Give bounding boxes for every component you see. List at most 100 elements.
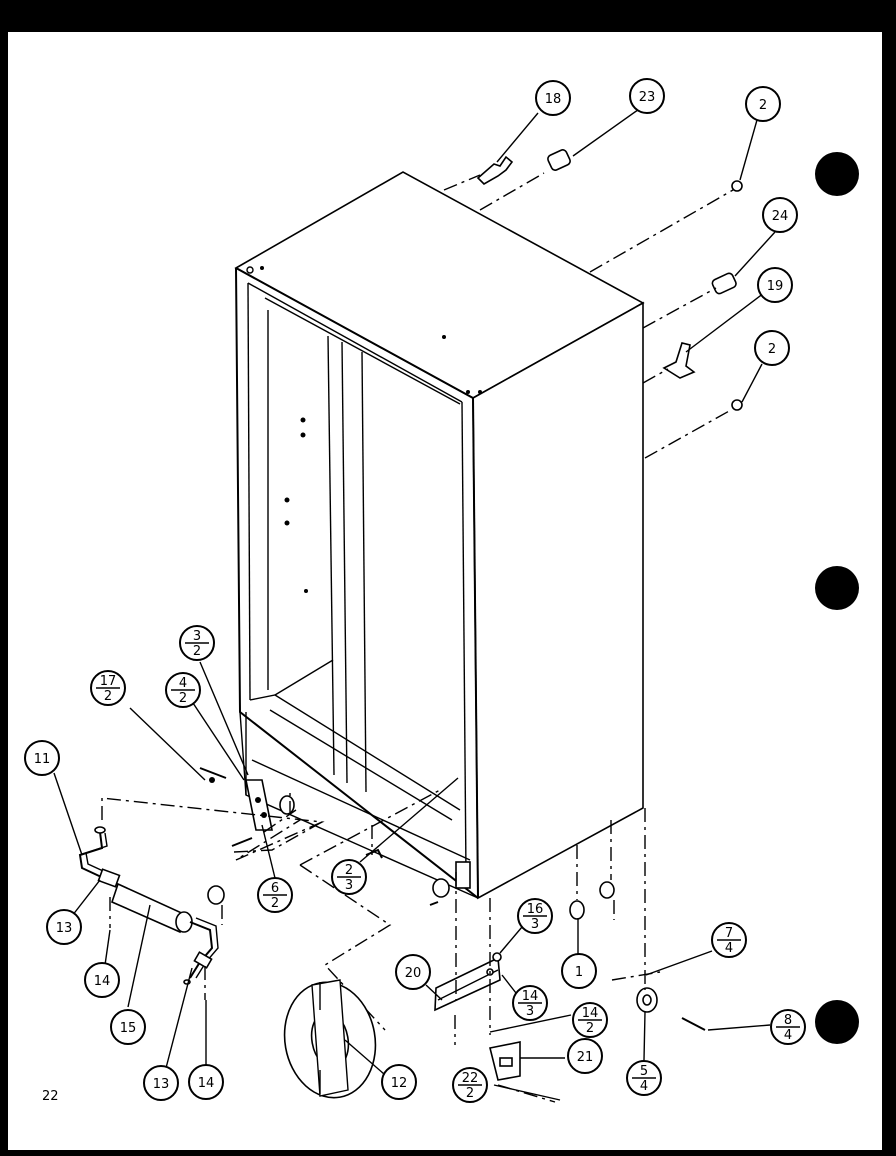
hinge-pin-18 [476, 155, 514, 185]
callout-c13a: 13 [46, 909, 82, 945]
callout-sheet-ref: 4 [725, 941, 733, 956]
callout-number: 21 [577, 1050, 594, 1065]
callout-c16-3: 163 [517, 898, 553, 934]
callout-sheet-ref: 3 [526, 1004, 534, 1019]
callout-sheet-ref: 2 [104, 689, 112, 704]
callout-number: 16 [527, 902, 544, 917]
callout-sheet-ref: 4 [784, 1028, 792, 1043]
callout-number: 15 [120, 1021, 137, 1036]
screw-2-top [731, 180, 743, 192]
callout-sheet-ref: 2 [271, 896, 279, 911]
callout-circle [143, 1065, 179, 1101]
callout-c2b: 2 [754, 330, 790, 366]
callout-number: 12 [391, 1076, 408, 1091]
callout-circle [395, 954, 431, 990]
callout-c2-3: 23 [331, 859, 367, 895]
callout-c3-2: 32 [179, 625, 215, 661]
screw-2-mid [731, 399, 743, 411]
callout-c15: 15 [110, 1009, 146, 1045]
bracket-and-screws-left [199, 767, 273, 847]
callout-number: 14 [522, 989, 539, 1004]
roller-6 [207, 885, 225, 925]
binder-hole-middle [815, 566, 859, 610]
callout-number: 13 [56, 921, 73, 936]
callout-number: 11 [34, 752, 51, 767]
callout-number: 18 [545, 92, 562, 107]
callout-number: 2 [345, 863, 353, 878]
callout-c4-2: 42 [165, 672, 201, 708]
callout-circle [757, 267, 793, 303]
callout-c5-4: 54 [626, 1060, 662, 1096]
callout-number: 13 [153, 1077, 170, 1092]
binder-hole-bottom [815, 1000, 859, 1044]
bushing-23 [547, 149, 571, 171]
callout-c14a: 14 [84, 962, 120, 998]
callout-number: 5 [640, 1064, 648, 1079]
callout-c2a: 2 [745, 86, 781, 122]
callout-number: 7 [725, 926, 733, 941]
callout-number: 6 [271, 881, 279, 896]
callout-sheet-ref: 3 [345, 878, 353, 893]
callout-circle [110, 1009, 146, 1045]
callout-c8-4: 84 [770, 1009, 806, 1045]
callout-sheet-ref: 2 [586, 1021, 594, 1036]
page-number: 22 [42, 1089, 59, 1104]
condenser-coil-12 [283, 979, 377, 1099]
leveling-leg-center [429, 878, 450, 906]
bushing-24 [711, 272, 737, 295]
callout-circle [762, 197, 798, 233]
callout-c6-2: 62 [257, 877, 293, 913]
callout-number: 14 [94, 974, 111, 989]
callout-number: 4 [179, 676, 187, 691]
callout-c11: 11 [24, 740, 60, 776]
callout-c23: 23 [629, 78, 665, 114]
callout-c21: 21 [567, 1038, 603, 1074]
callout-c13b: 13 [143, 1065, 179, 1101]
callout-number: 17 [100, 674, 117, 689]
callout-c12: 12 [381, 1064, 417, 1100]
leveling-leg-right [569, 900, 585, 920]
screw-8 [681, 1017, 706, 1031]
roller-5 [636, 987, 658, 1013]
callout-number: 19 [767, 279, 784, 294]
callout-sheet-ref: 2 [179, 691, 187, 706]
callout-c20: 20 [395, 954, 431, 990]
callout-circle [84, 962, 120, 998]
callout-number: 2 [768, 342, 776, 357]
callout-number: 14 [582, 1006, 599, 1021]
screw-16 [492, 952, 502, 962]
callout-circle [46, 909, 82, 945]
leveling-leg-left [279, 795, 295, 815]
callout-sheet-ref: 3 [531, 917, 539, 932]
callout-c24: 24 [762, 197, 798, 233]
callout-circle [535, 80, 571, 116]
callout-number: 8 [784, 1013, 792, 1028]
callout-c1: 1 [561, 953, 597, 989]
callout-number: 22 [462, 1071, 479, 1086]
corner-bracket [455, 861, 471, 889]
callout-circle [24, 740, 60, 776]
callout-circle [629, 78, 665, 114]
callout-circle [561, 953, 597, 989]
hinge-21 [489, 1041, 521, 1081]
callout-number: 14 [198, 1076, 215, 1091]
callout-number: 3 [193, 629, 201, 644]
callout-number: 1 [575, 965, 583, 980]
callout-number: 23 [639, 90, 656, 105]
callout-number: 24 [772, 209, 789, 224]
callout-c22-2: 222 [452, 1067, 488, 1103]
callout-sheet-ref: 2 [193, 644, 201, 659]
callout-c7-4: 74 [711, 922, 747, 958]
callout-c14b: 14 [188, 1064, 224, 1100]
callout-c14-2: 142 [572, 1002, 608, 1038]
callout-c17-2: 172 [90, 670, 126, 706]
callout-number: 20 [405, 966, 422, 981]
callout-number: 2 [759, 98, 767, 113]
callout-sheet-ref: 2 [466, 1086, 474, 1101]
callout-c18: 18 [535, 80, 571, 116]
callout-c19: 19 [757, 267, 793, 303]
callout-c14-3: 143 [512, 985, 548, 1021]
